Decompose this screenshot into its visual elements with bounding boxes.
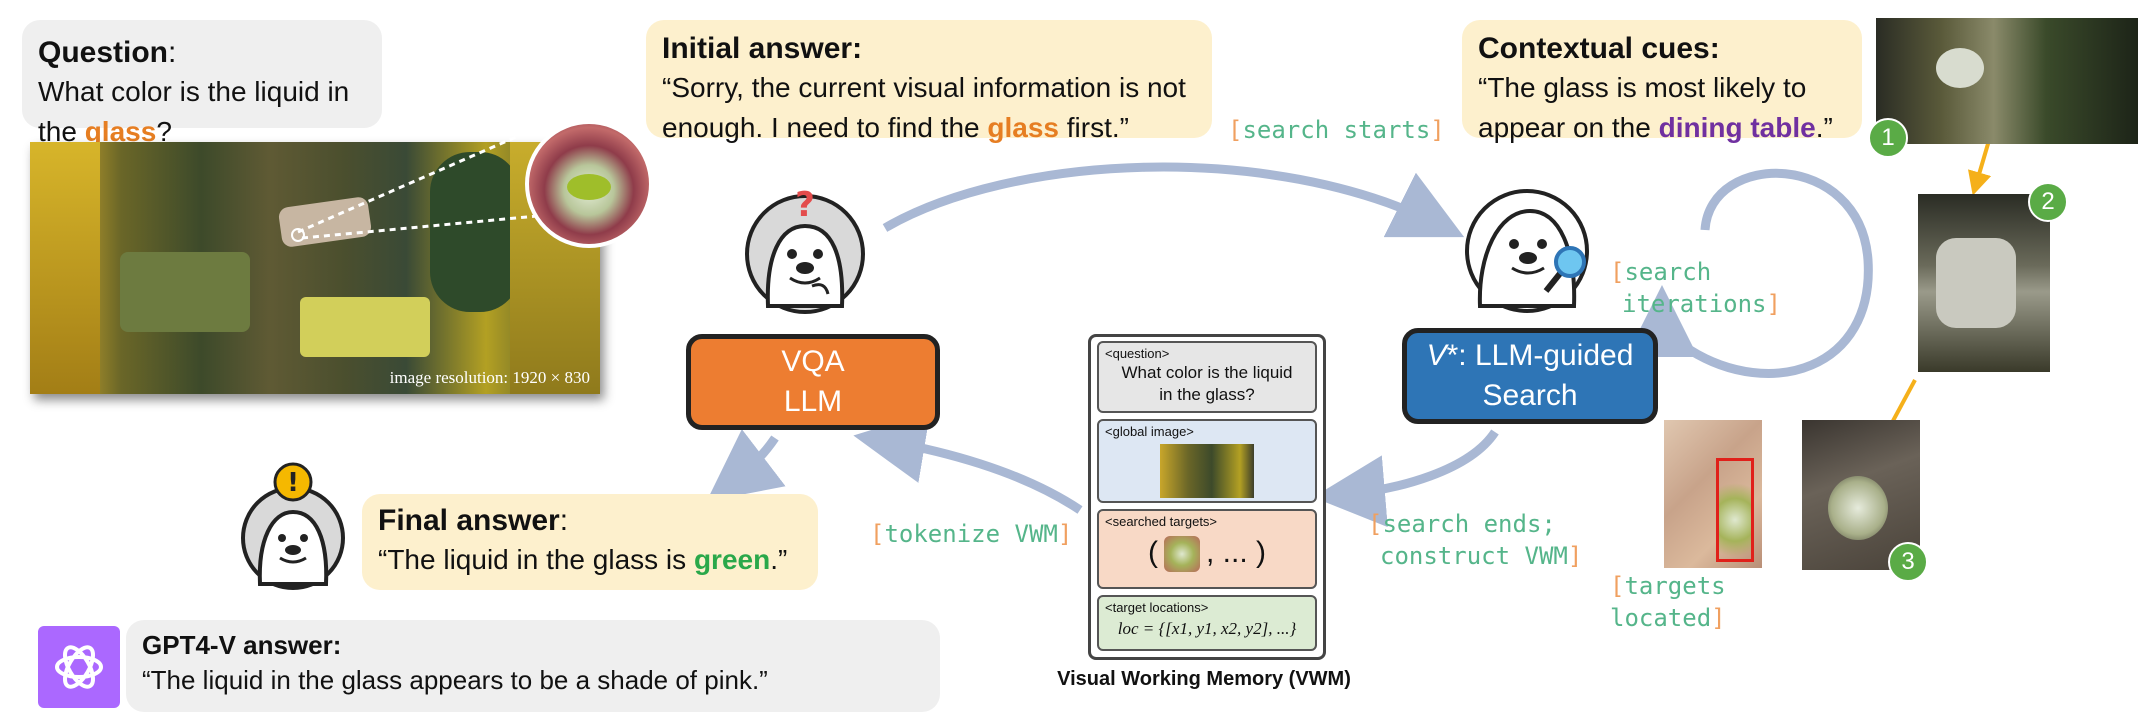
tokenize-arrow xyxy=(853,411,1083,514)
gpt4v-title: GPT4-V answer: xyxy=(142,630,342,660)
seal-question-icon: ? xyxy=(745,186,865,314)
vwm-searched-targets-cell: <searched targets> (, ... ) xyxy=(1097,509,1317,589)
seal-exclamation-icon: ! xyxy=(241,462,345,590)
question-title: Question xyxy=(38,36,169,69)
final-answer-bubble: Final answer: “The liquid in the glass i… xyxy=(362,494,818,590)
vqa-llm-line2: LLM xyxy=(783,385,843,418)
initial-answer-bubble: Initial answer: “Sorry, the current visu… xyxy=(646,20,1212,143)
gpt4v-text: “The liquid in the glass appears to be a… xyxy=(142,665,768,695)
gpt4v-answer-bubble: GPT4-V answer: “The liquid in the glass … xyxy=(126,620,940,712)
zoomed-glass-circle xyxy=(525,120,653,248)
main-scene-image: image resolution: 1920 × 830 xyxy=(30,142,600,394)
vqa-llm-line1: VQA xyxy=(781,345,845,378)
search-crop-2 xyxy=(1918,194,2050,372)
vwm-title: Visual Working Memory (VWM) xyxy=(1057,668,1351,690)
question-text: What color is the liquid in the glass? xyxy=(38,76,350,147)
target-bounding-box xyxy=(1716,458,1754,562)
final-answer-arrow xyxy=(706,429,786,502)
image-resolution-caption: image resolution: 1920 × 830 xyxy=(389,368,590,387)
label-search-iterations: [search iterations] xyxy=(1610,258,1781,318)
vwm-global-thumbnail xyxy=(1160,444,1254,498)
label-tokenize: [tokenize VWM] xyxy=(870,520,1073,548)
search-crop-1 xyxy=(1876,18,2138,144)
question-bubble: Question: What color is the liquid in th… xyxy=(22,20,382,147)
search-ends-arrow xyxy=(1313,429,1499,528)
initial-answer-title: Initial answer: xyxy=(662,32,863,65)
contextual-cues-line2: appear on the dining table.” xyxy=(1478,112,1833,143)
final-answer-text: “The liquid in the glass is green.” xyxy=(378,544,788,575)
vwm-stack: <question> What color is the liquid in t… xyxy=(1088,334,1326,660)
contextual-cues-title: Contextual cues: xyxy=(1478,32,1720,65)
step-2-badge: 2 xyxy=(2028,182,2068,222)
final-answer-title: Final answer xyxy=(378,504,560,537)
vwm-target-locations-cell: <target locations> loc = {[x1, y1, x2, y… xyxy=(1097,595,1317,651)
search-crop-table-located xyxy=(1664,420,1762,568)
contextual-cues-bubble: Contextual cues: “The glass is most like… xyxy=(1462,20,1862,143)
contextual-cues-line1: “The glass is most likely to xyxy=(1478,72,1807,103)
search-node-line2: Search xyxy=(1482,379,1578,412)
vwm-global-image-cell: <global image> xyxy=(1097,419,1317,503)
label-search-ends: [search ends; construct VWM] xyxy=(1368,510,1583,570)
vqa-llm-node: VQA LLM xyxy=(686,334,940,430)
search-iterations-loop xyxy=(1626,168,1873,378)
svg-text:!: ! xyxy=(287,468,299,498)
openai-logo-icon xyxy=(38,626,120,708)
step-1-badge: 1 xyxy=(1868,118,1908,158)
initial-answer-line1: “Sorry, the current visual information i… xyxy=(662,72,1186,103)
vwm-question-cell: <question> What color is the liquid in t… xyxy=(1097,341,1317,413)
label-search-starts: [search starts] xyxy=(1228,116,1445,144)
llm-guided-search-node: V*: LLM-guided Search xyxy=(1402,328,1658,424)
step-3-badge: 3 xyxy=(1888,542,1928,582)
label-targets-located: [targets located] xyxy=(1610,572,1726,632)
initial-answer-line2: enough. I need to find the glass first.” xyxy=(662,112,1129,143)
search-starts-arrow xyxy=(882,162,1465,238)
vwm-target-crop xyxy=(1164,536,1200,573)
svg-text:?: ? xyxy=(795,186,815,225)
seal-magnifier-icon xyxy=(1465,189,1589,313)
